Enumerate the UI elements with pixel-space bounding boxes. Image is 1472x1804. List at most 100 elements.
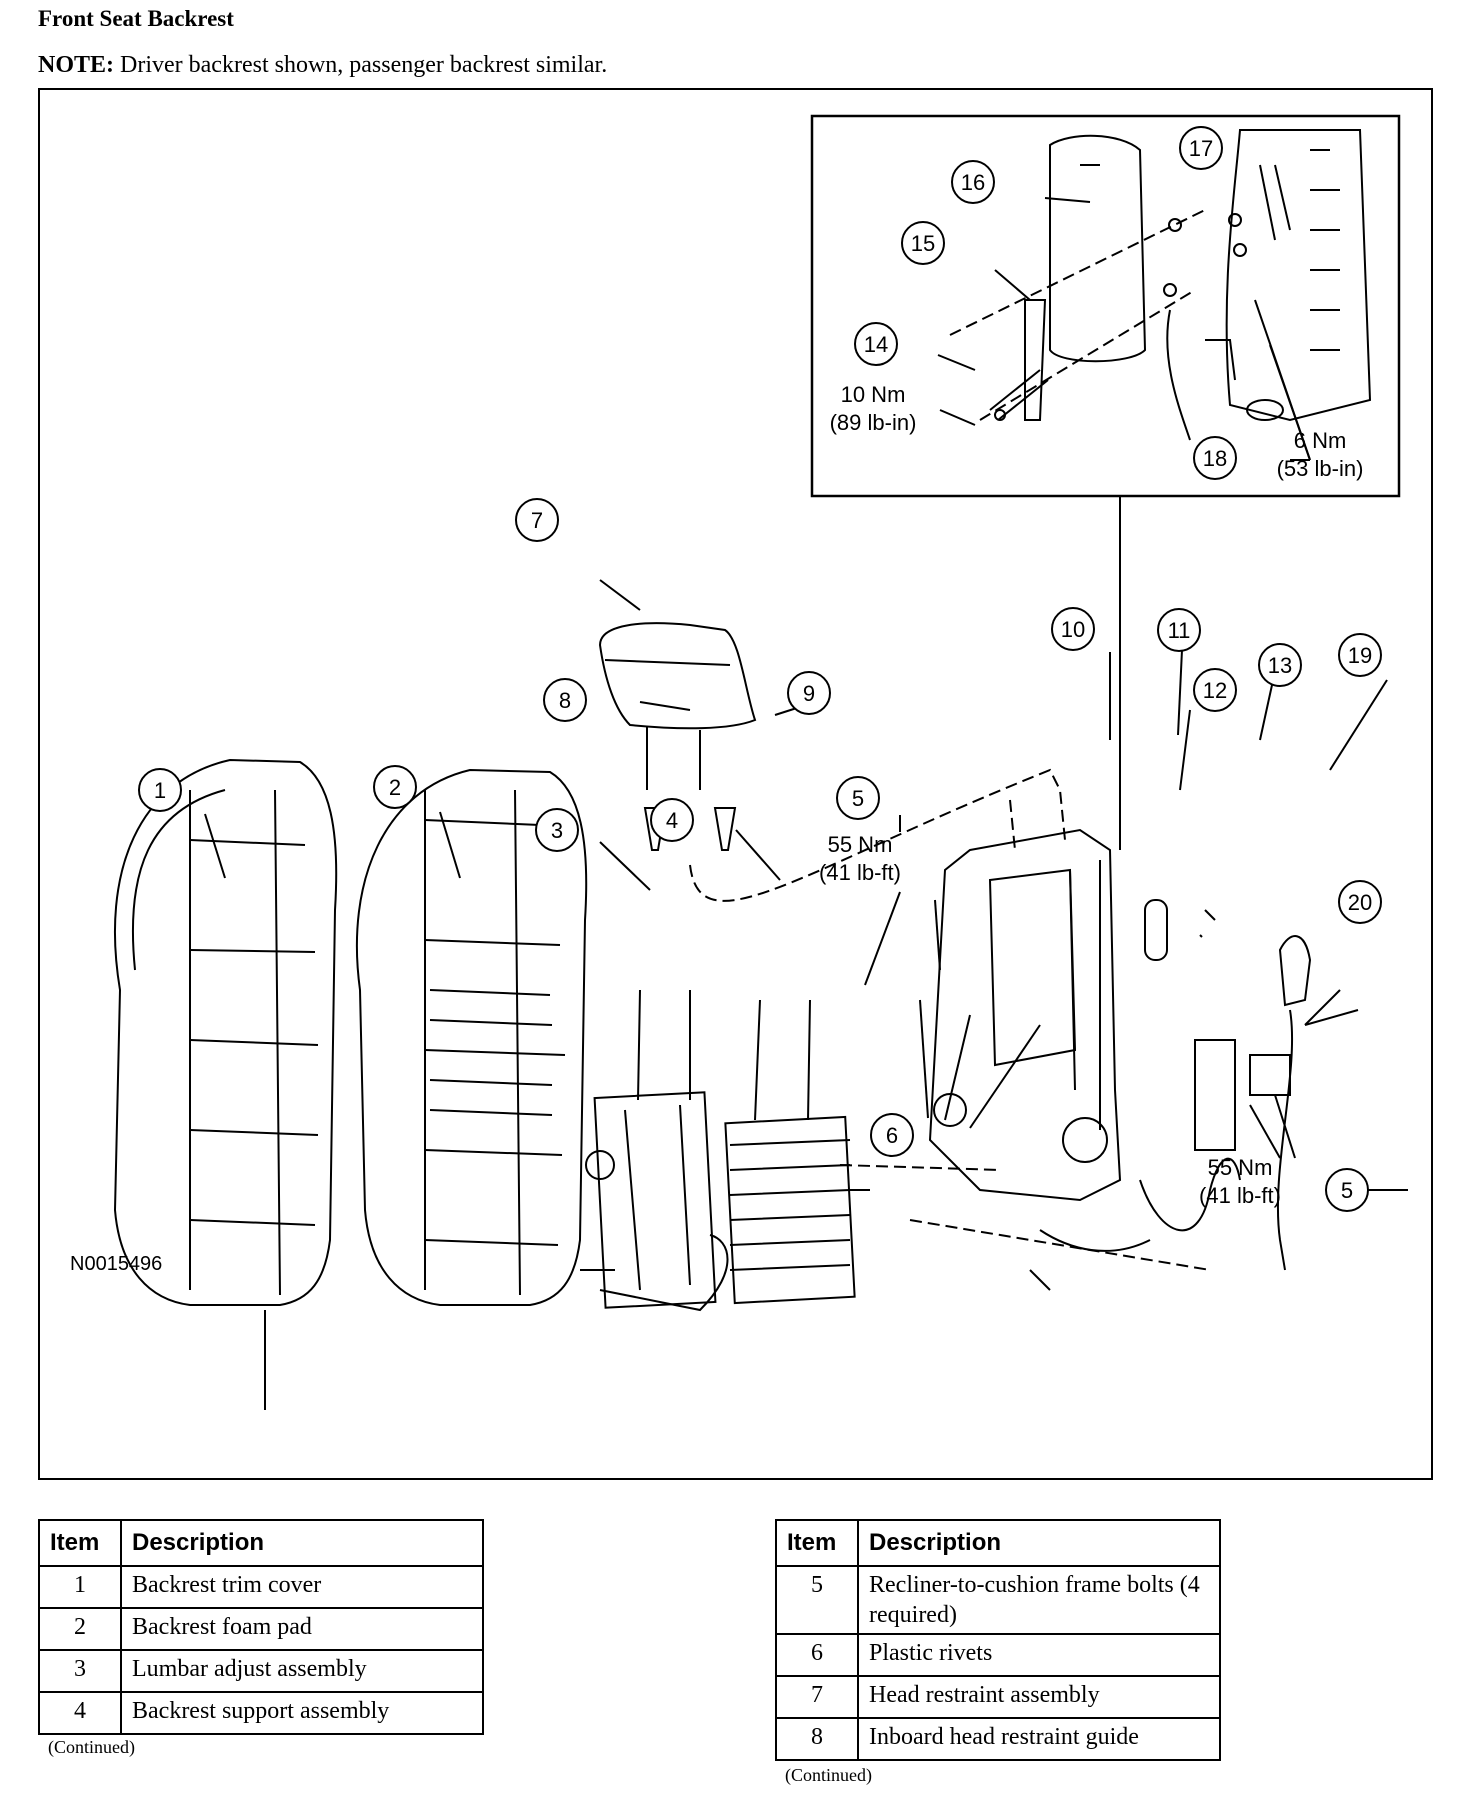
callout-6 [870,1113,914,1157]
airbag-module-drawing [1194,1039,1236,1151]
item-19-drawing [1278,935,1312,1007]
item-number: 5 [775,1565,859,1635]
callout-18 [1193,436,1237,480]
callout-12 [1193,668,1237,712]
table-row: 1 Backrest trim cover [38,1565,484,1609]
connector-drawing [1249,1054,1291,1096]
item-description: Plastic rivets [857,1633,1221,1677]
callout-9 [787,671,831,715]
figure-id: N0015496 [70,1253,162,1275]
torque-item5-bottom-nm: 55 Nm [1208,1155,1273,1180]
item-number: 8 [775,1717,859,1761]
item-table-left: Item Description 1 Backrest trim cover 2… [38,1519,484,1735]
item-table-right: Item Description 5 Recliner-to-cushion f… [775,1519,1221,1761]
callout-14 [854,322,898,366]
callout-5-top-label: 5 [852,786,864,811]
item-description: Inboard head restraint guide [857,1717,1221,1761]
torque-item14-lb: (89 lb-in) [830,410,917,435]
item-number: 6 [775,1633,859,1677]
callout-14-label: 14 [864,332,888,357]
callout-20-label: 20 [1348,890,1372,915]
callout-8 [543,678,587,722]
backrest-frame-drawing [928,828,1122,1202]
item-number: 1 [38,1565,122,1609]
callout-9-label: 9 [803,681,815,706]
table-row: 4 Backrest support assembly [38,1691,484,1735]
item-description: Recliner-to-cushion frame bolts (4 requi… [857,1565,1221,1635]
callout-4 [650,798,694,842]
lumbar-adjust-assembly-drawing [580,989,729,1312]
callout-16-label: 16 [961,170,985,195]
callout-4-label: 4 [666,808,678,833]
callout-5-bottom [1325,1168,1369,1212]
torque-item5-top-nm: 55 Nm [828,832,893,857]
callout-15 [901,221,945,265]
table-header-row: Item Description [775,1519,1221,1567]
callout-18-label: 18 [1203,446,1227,471]
callout-20 [1338,880,1382,924]
callout-5-top [836,776,880,820]
page-title: Front Seat Backrest [38,6,234,31]
item-number: 3 [38,1649,122,1693]
torque-item14-nm: 10 Nm [841,382,906,407]
callout-5-bottom-label: 5 [1341,1178,1353,1203]
continued-note-right: (Continued) [785,1765,872,1785]
head-restraint-assembly-drawing [598,622,757,790]
callout-16 [951,160,995,204]
callout-1 [138,768,182,812]
table-header-row: Item Description [38,1519,484,1567]
item-description: Backrest trim cover [120,1565,484,1609]
item-description: Head restraint assembly [857,1675,1221,1719]
item-description: Lumbar adjust assembly [120,1649,484,1693]
callout-15-label: 15 [911,231,935,256]
callout-10-label: 10 [1061,617,1085,642]
exploded-view-figure: 1 2 3 4 5 5 6 7 8 9 10 11 12 13 14 15 16… [38,88,1433,1480]
table-row: 8 Inboard head restraint guide [775,1717,1221,1761]
callout-17-label: 17 [1189,136,1213,161]
item-number: 4 [38,1691,122,1735]
callout-7-label: 7 [531,508,543,533]
table-row: 2 Backrest foam pad [38,1607,484,1651]
item-number: 7 [775,1675,859,1719]
backrest-foam-pad-drawing [356,768,588,1306]
torque-item5-bottom-lb: (41 lb-ft) [1199,1183,1281,1208]
continued-note-left: (Continued) [48,1737,135,1757]
detail-inset-box [810,114,1401,498]
callout-7 [515,498,559,542]
table-row: 6 Plastic rivets [775,1633,1221,1677]
callout-6-label: 6 [886,1123,898,1148]
column-header-item: Item [38,1519,122,1567]
callout-17 [1179,126,1223,170]
item-11-drawing [1144,899,1168,961]
callout-1-label: 1 [154,778,166,803]
item-13-drawing [1204,909,1216,921]
table-row: 5 Recliner-to-cushion frame bolts (4 req… [775,1565,1221,1635]
callout-3 [535,808,579,852]
column-header-description: Description [120,1519,484,1567]
callout-8-label: 8 [559,688,571,713]
callout-3-label: 3 [551,818,563,843]
harness-drawing [1276,1009,1294,1271]
table-row: 3 Lumbar adjust assembly [38,1649,484,1693]
callout-13 [1258,643,1302,687]
callout-19 [1338,633,1382,677]
callout-2 [373,765,417,809]
table-row: 7 Head restraint assembly [775,1675,1221,1719]
callout-11 [1157,608,1201,652]
outboard-guide-drawing [713,807,737,851]
note: NOTE: Driver backrest shown, passenger b… [38,52,607,79]
callouts [138,126,1382,1212]
exploded-view-drawing: 1 2 3 4 5 5 6 7 8 9 10 11 12 13 14 15 16… [70,114,1408,1410]
callout-13-label: 13 [1268,653,1292,678]
torque-item5-top-lb: (41 lb-ft) [819,860,901,885]
item-description: Backrest support assembly [120,1691,484,1735]
callout-12-label: 12 [1203,678,1227,703]
note-label: NOTE: [38,52,115,78]
callout-2-label: 2 [389,775,401,800]
backrest-support-assembly-drawing [724,999,870,1305]
item-description: Backrest foam pad [120,1607,484,1651]
callout-11-label: 11 [1168,618,1191,643]
callout-10 [1051,607,1095,651]
note-text: Driver backrest shown, passenger backres… [114,52,608,78]
torque-item18-nm: 6 Nm [1294,428,1347,453]
